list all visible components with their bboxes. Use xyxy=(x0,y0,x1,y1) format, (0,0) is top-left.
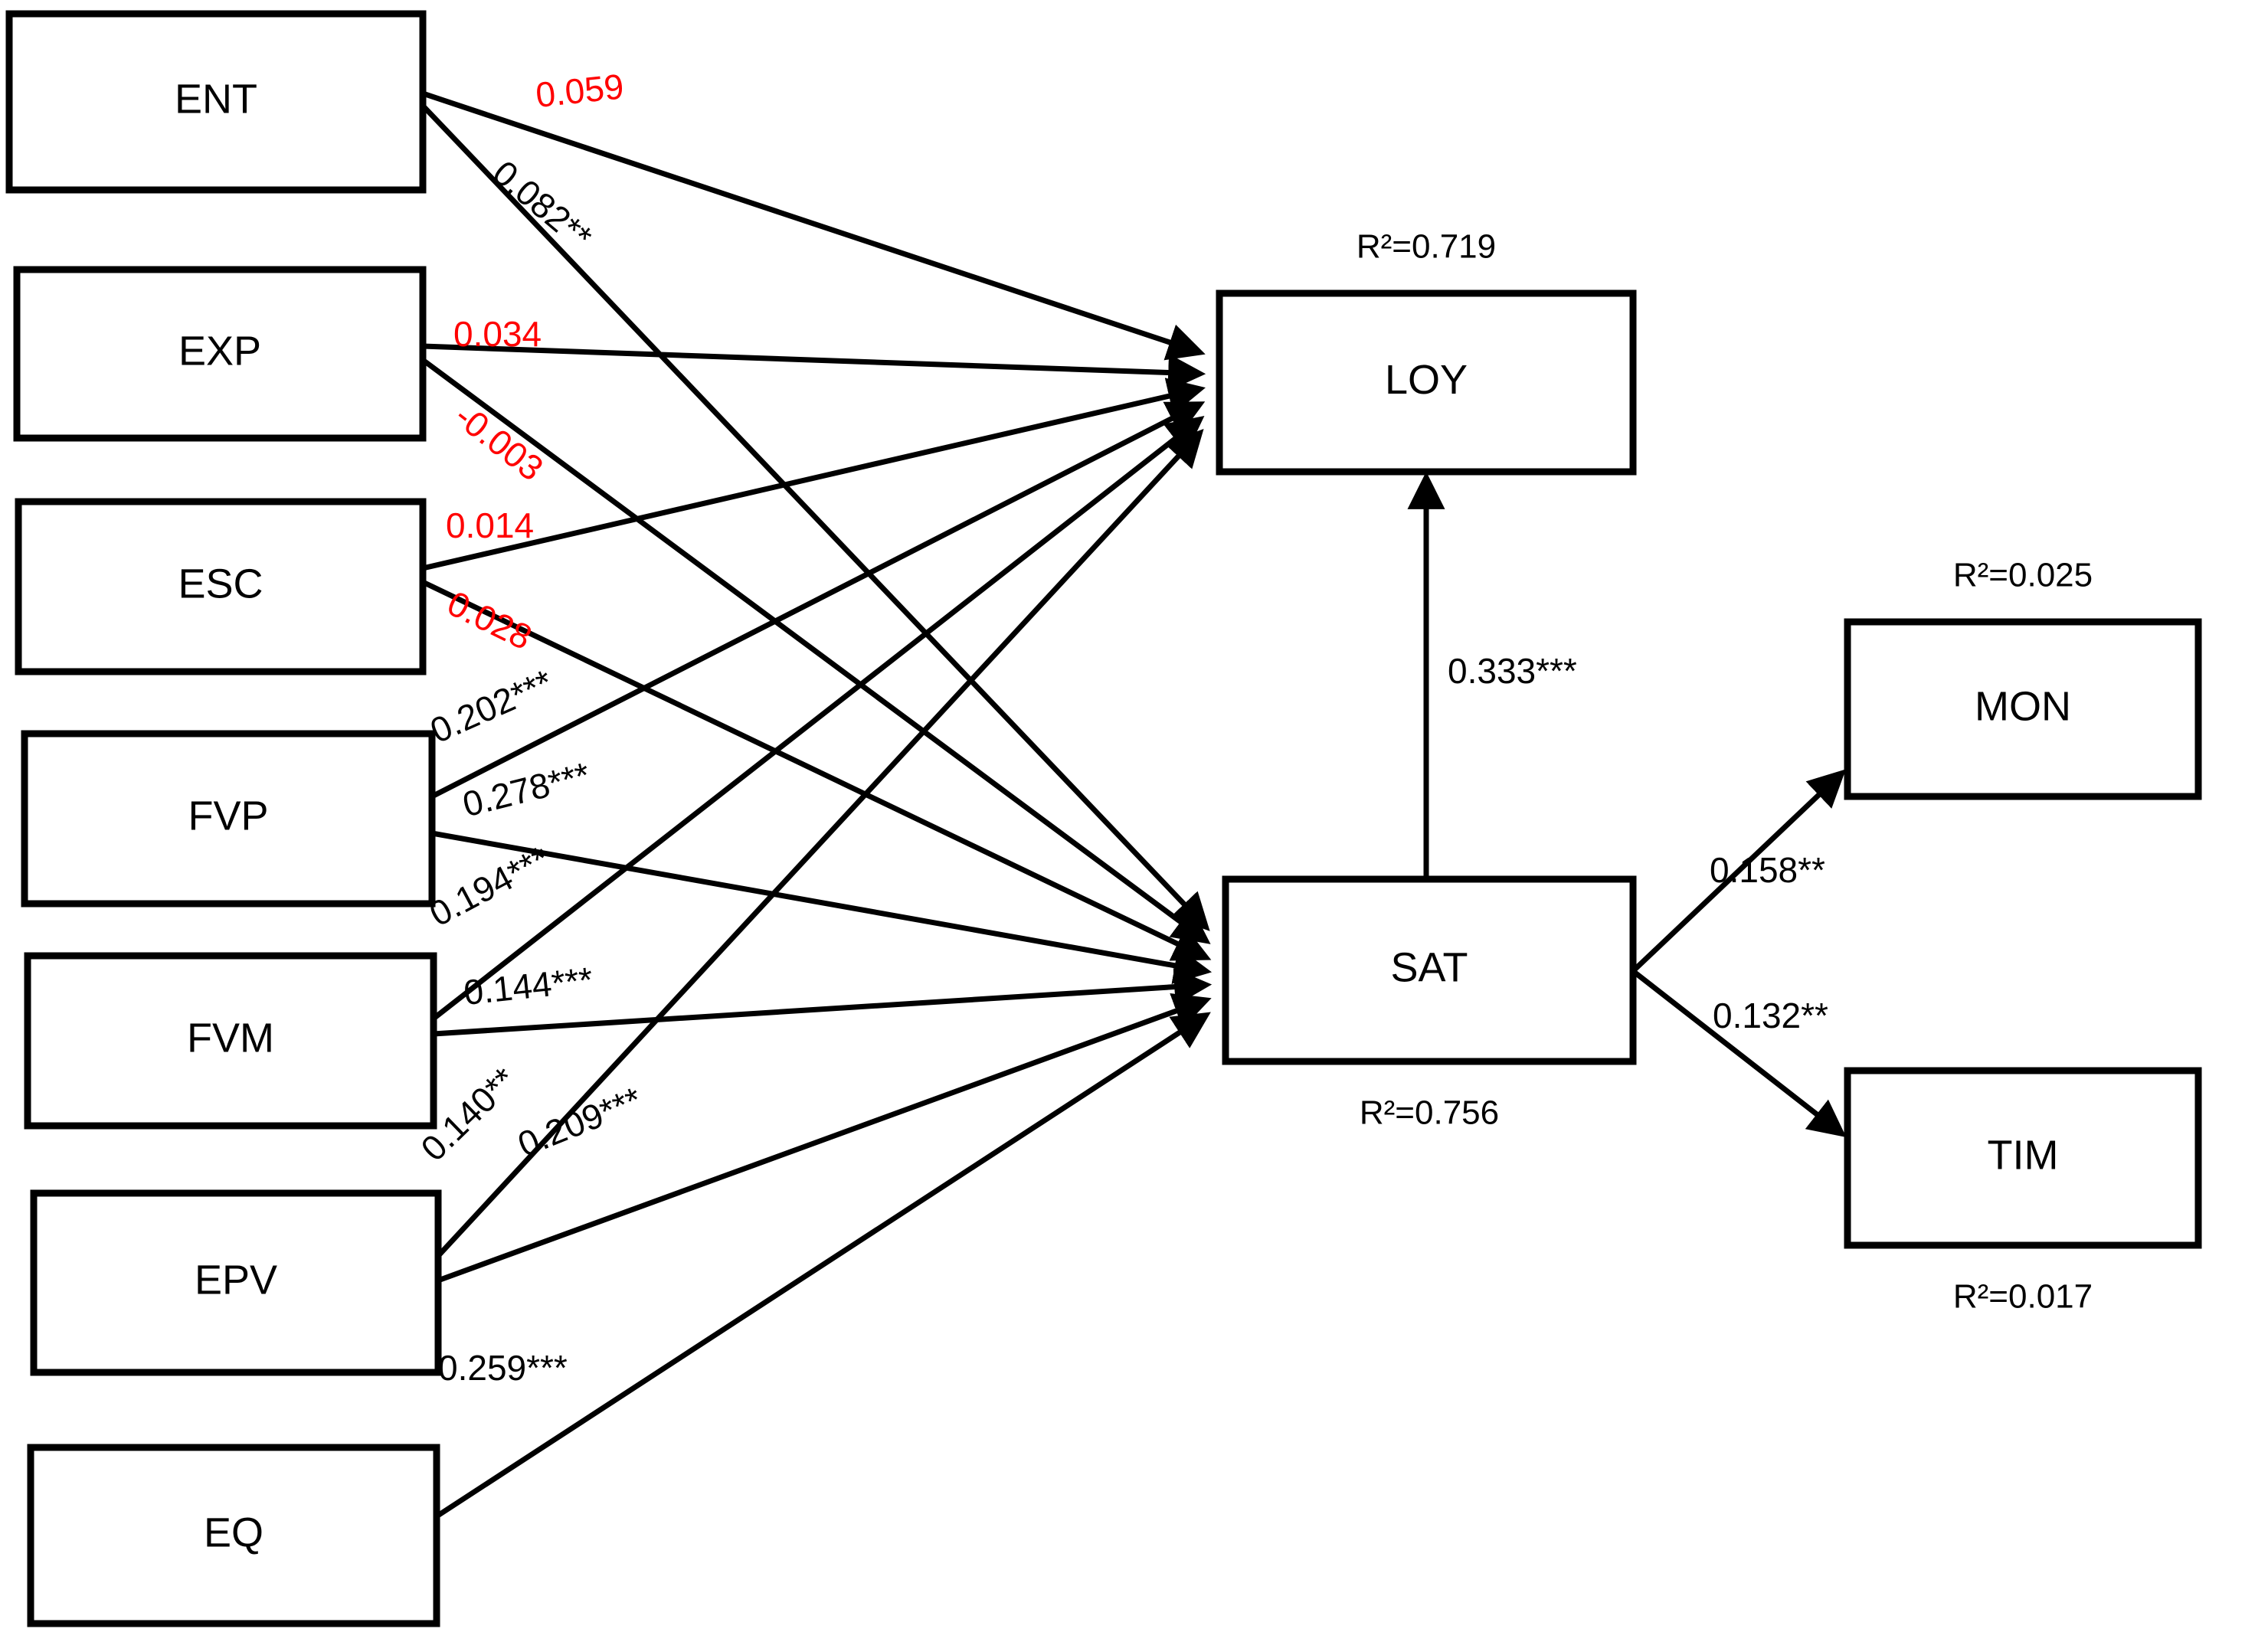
coefficient-sat-to-loy: 0.333*** xyxy=(1448,651,1577,691)
node-label-epv: EPV xyxy=(195,1257,277,1303)
node-box-fvp xyxy=(21,730,436,908)
node-tim[interactable]: TIM xyxy=(1844,1067,2202,1249)
node-label-loy: LOY xyxy=(1385,357,1468,403)
node-epv[interactable]: EPV xyxy=(30,1189,442,1376)
node-box-esc xyxy=(15,498,427,675)
node-label-esc: ESC xyxy=(178,561,263,607)
r2-label-tim: R²=0.017 xyxy=(1953,1278,2093,1316)
node-esc[interactable]: ESC xyxy=(15,498,427,675)
node-exp[interactable]: EXP xyxy=(13,266,427,442)
path-arrow-epv-sat xyxy=(437,993,1212,1284)
node-layer: ENT EXP ESC FVP FVM EPV EQ LOY SAT MON TIM xyxy=(5,10,2202,1627)
coefficient-esc-to-loy: 0.014 xyxy=(446,505,534,545)
node-box-fvm xyxy=(24,952,437,1130)
path-arrow-sat-tim xyxy=(1631,969,1847,1138)
path-arrow-exp-sat xyxy=(421,358,1211,944)
path-arrow-fvp-loy xyxy=(430,401,1206,800)
node-box-sat xyxy=(1222,875,1637,1065)
path-arrow-fvp-loy2 xyxy=(431,830,1213,984)
node-label-sat: SAT xyxy=(1390,944,1468,990)
coefficient-sat-to-tim: 0.132** xyxy=(1713,996,1828,1035)
node-label-ent: ENT xyxy=(175,76,257,122)
node-label-tim: TIM xyxy=(1988,1132,2059,1178)
node-sat[interactable]: SAT xyxy=(1222,875,1637,1065)
r2-label-sat: R²=0.756 xyxy=(1360,1094,1499,1132)
node-box-ent xyxy=(5,10,427,194)
path-arrow-esc-sat xyxy=(421,579,1212,961)
r2-label-loy: R²=0.719 xyxy=(1357,228,1496,266)
node-box-loy xyxy=(1216,289,1637,476)
coefficient-ent-to-sat: 0.082** xyxy=(486,152,600,257)
node-box-mon xyxy=(1844,618,2202,800)
node-fvm[interactable]: FVM xyxy=(24,952,437,1130)
path-arrow-fvm-sat xyxy=(433,968,1213,1037)
path-arrow-eq-sat xyxy=(435,1012,1211,1519)
node-mon[interactable]: MON xyxy=(1844,618,2202,800)
node-box-tim xyxy=(1844,1067,2202,1249)
coefficient-fvp-to-loy: 0.278*** xyxy=(459,754,594,824)
node-box-eq xyxy=(27,1444,440,1627)
coefficient-epv-to-sat: 0.209*** xyxy=(512,1079,647,1164)
path-arrow-ent-loy xyxy=(421,90,1206,361)
r2-label-mon: R²=0.025 xyxy=(1953,557,2093,594)
node-label-fvm: FVM xyxy=(187,1015,274,1061)
coefficient-fvm-to-loy: 0.194*** xyxy=(423,838,556,934)
node-label-mon: MON xyxy=(1975,683,2071,729)
node-box-epv xyxy=(30,1189,442,1376)
coefficient-fvm-to-sat: 0.144*** xyxy=(462,960,594,1012)
coefficient-eq-to-sat: 0.259*** xyxy=(438,1348,568,1388)
node-label-fvp: FVP xyxy=(188,793,268,839)
path-arrow-ent-sat xyxy=(421,103,1210,931)
node-ent[interactable]: ENT xyxy=(5,10,427,194)
node-label-exp: EXP xyxy=(178,328,261,374)
edge-layer xyxy=(421,90,1847,1519)
path-arrow-epv-loy xyxy=(436,429,1204,1258)
node-box-exp xyxy=(13,266,427,442)
path-arrow-esc-loy xyxy=(422,378,1206,571)
path-arrow-fvm-loy xyxy=(431,415,1205,1021)
coefficient-fvp-to-loy: 0.202*** xyxy=(424,662,558,751)
coefficient-esc-to-sat: 0.028 xyxy=(441,583,538,657)
path-arrow-sat-mon xyxy=(1631,769,1846,973)
node-label-eq: EQ xyxy=(204,1509,263,1555)
coefficient-exp-to-loy: 0.034 xyxy=(453,314,542,354)
node-eq[interactable]: EQ xyxy=(27,1444,440,1627)
coefficient-sat-to-mon: 0.158** xyxy=(1710,850,1825,890)
coefficient-ent-to-loy: 0.059 xyxy=(534,66,626,115)
path-arrow-exp-loy xyxy=(422,343,1206,392)
node-fvp[interactable]: FVP xyxy=(21,730,436,908)
node-loy[interactable]: LOY xyxy=(1216,289,1637,476)
